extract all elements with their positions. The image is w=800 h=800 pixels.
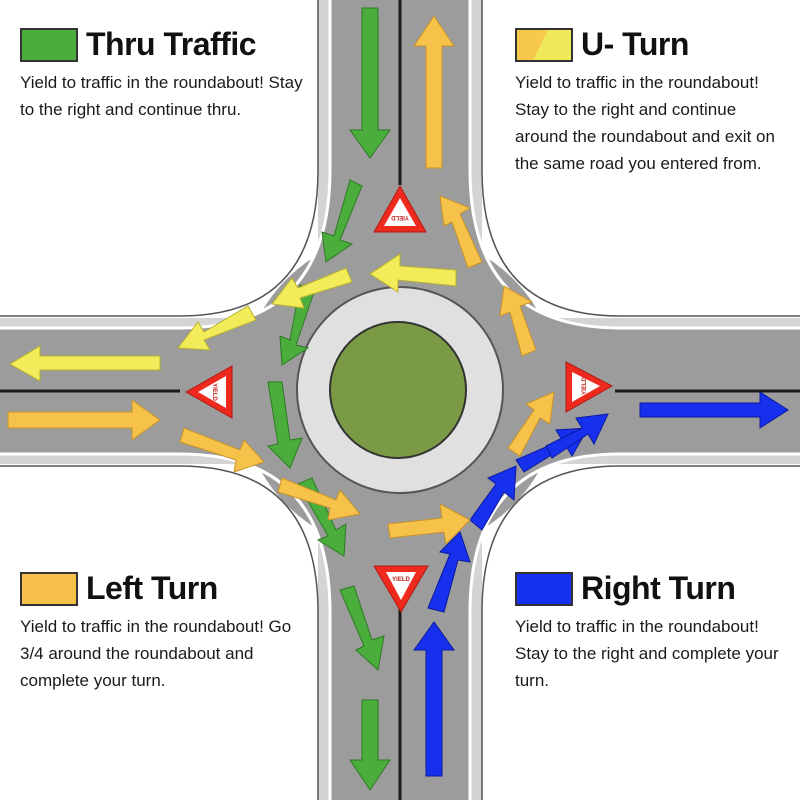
legend-left-desc: Yield to traffic in the roundabout! Go 3… [20, 617, 292, 690]
uturn-swatch [515, 27, 573, 62]
legend-u-turn: U- Turn Yield to traffic in the roundabo… [515, 26, 790, 177]
thru-arrow-4 [266, 381, 303, 469]
left-swatch [20, 571, 78, 606]
legend-thru-title: Thru Traffic [86, 26, 257, 62]
yield-sign-east-text: YIELD [582, 377, 588, 395]
right-arrow-1 [413, 621, 455, 777]
legend-left-title: Left Turn [86, 570, 218, 606]
uturn-inner-arrows [9, 253, 457, 382]
uturn-arrow-1 [413, 15, 455, 169]
legend-right-desc: Yield to traffic in the roundabout! Stay… [515, 617, 779, 690]
left-arrow-2 [179, 427, 265, 473]
left-arrow-3 [277, 477, 361, 521]
uturn-arrow-2 [439, 195, 483, 269]
thru-arrow-2 [321, 179, 363, 263]
thru-swatch [20, 27, 78, 62]
right-arrow-3 [469, 465, 517, 531]
legend-left-turn: Left Turn Yield to traffic in the rounda… [20, 570, 300, 694]
right-arrow-2 [427, 531, 471, 613]
yield-sign-north: YIELD [373, 184, 427, 233]
inner-arrow-2 [271, 267, 353, 309]
yield-sign-south: YIELD [373, 565, 429, 613]
legend-thru-traffic: Thru Traffic Yield to traffic in the rou… [20, 26, 310, 123]
inner-arrow-3 [177, 305, 257, 351]
thru-arrow-7 [349, 699, 391, 791]
yield-sign-west-text: YIELD [211, 383, 217, 401]
uturn-arrow-4 [507, 391, 555, 457]
thru-arrow-1 [349, 7, 391, 159]
uturn-arrow-3 [499, 285, 537, 357]
thru-arrow-6 [339, 585, 385, 671]
left-arrow-4 [387, 503, 471, 546]
yield-sign-north-text: YIELD [391, 214, 409, 220]
right-arrow-6 [639, 391, 789, 429]
right-swatch [515, 571, 573, 606]
thru-arrow-3 [279, 284, 315, 366]
yield-sign-south-text: YIELD [392, 577, 410, 583]
legend-thru-desc: Yield to traffic in the roundabout! Stay… [20, 73, 303, 119]
legend-right-title: Right Turn [581, 570, 736, 606]
yield-sign-west: YIELD [184, 365, 233, 419]
legend-uturn-title: U- Turn [581, 26, 689, 62]
right-arrows [413, 391, 789, 777]
inner-arrow-1 [369, 253, 457, 293]
uturn-arrows [7, 15, 555, 546]
left-arrow-1 [7, 399, 161, 441]
yield-sign-east: YIELD [565, 361, 614, 413]
legend-right-turn: Right Turn Yield to traffic in the round… [515, 570, 795, 694]
right-arrow-5 [545, 413, 609, 459]
inner-arrow-4 [9, 345, 161, 382]
legend-uturn-desc: Yield to traffic in the roundabout! Stay… [515, 73, 775, 173]
central-island [329, 321, 467, 459]
